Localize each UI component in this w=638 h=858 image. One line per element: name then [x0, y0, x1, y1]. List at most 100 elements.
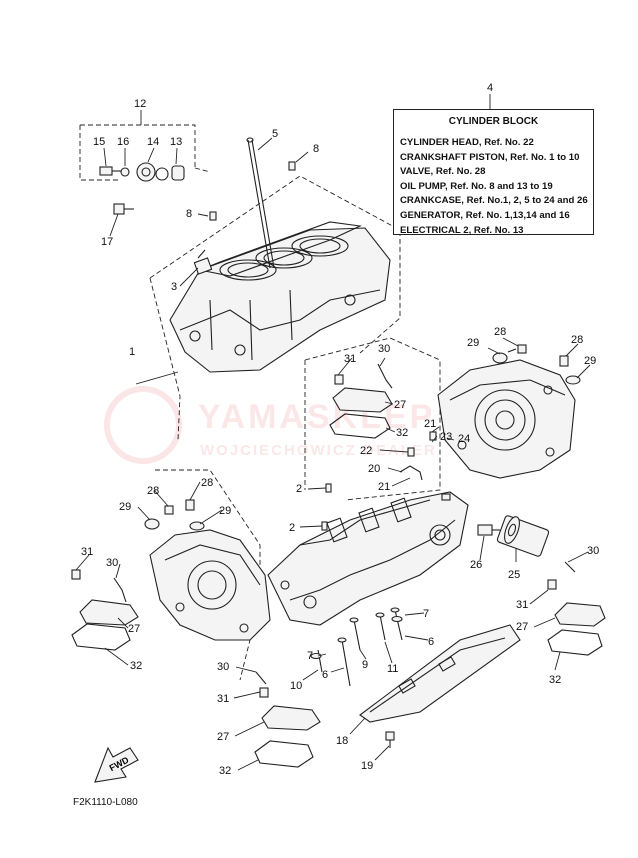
stud-bolt-part: [246, 137, 275, 269]
clip-part: [399, 431, 451, 501]
oil-pump-screw-part: [113, 203, 134, 215]
callout-31: 31: [344, 353, 356, 365]
callout-30: 30: [106, 557, 118, 569]
legend-line: VALVE, Ref. No. 28: [400, 166, 486, 178]
oil-pan-part: [359, 624, 521, 723]
crankcase-part: [267, 491, 469, 626]
callout-1: 1: [129, 346, 135, 358]
callout-15: 15: [93, 136, 105, 148]
callout-21: 21: [424, 418, 436, 430]
callout-8: 8: [313, 143, 319, 155]
oil-pump-rotor-part: [136, 162, 156, 182]
callout-7: 7: [423, 608, 429, 620]
valve-part: [144, 344, 581, 531]
callout-32: 32: [219, 765, 231, 777]
group-outline-crankcase: [304, 337, 441, 501]
callout-3: 3: [171, 281, 177, 293]
dowel-pin-part: [209, 211, 217, 221]
callout-30: 30: [378, 343, 390, 355]
drain-bolt-part: [385, 731, 395, 748]
callout-12: 12: [134, 98, 146, 110]
filter-fitting-part: [477, 524, 500, 536]
callout-18: 18: [336, 735, 348, 747]
callout-labels: 1 2 2 3 4 5 6 6 7 7 8 8 9 10 11 12 13 14…: [81, 82, 599, 777]
reference-legend: CYLINDER BLOCK CYLINDER HEAD, Ref. No. 2…: [393, 109, 594, 236]
callout-29: 29: [467, 337, 479, 349]
callout-30: 30: [217, 661, 229, 673]
callout-9: 9: [362, 659, 368, 671]
dowel-pin-part: [321, 521, 328, 531]
legend-line: ELECTRICAL 2, Ref. No. 13: [400, 224, 524, 236]
group-outline-cylinder-block: [149, 175, 401, 441]
callout-27: 27: [516, 621, 528, 633]
callout-32: 32: [549, 674, 561, 686]
o-ring-part: [155, 167, 169, 181]
callout-6: 6: [428, 636, 434, 648]
watermark-logo-icon: [104, 386, 182, 464]
oil-filter-part: [496, 515, 550, 557]
callout-29: 29: [119, 501, 131, 513]
gasket-part: [71, 623, 131, 651]
callout-6: 6: [322, 669, 328, 681]
callout-31: 31: [81, 546, 93, 558]
callout-8: 8: [186, 208, 192, 220]
callout-28: 28: [147, 485, 159, 497]
callout-27: 27: [217, 731, 229, 743]
callout-11: 11: [387, 663, 398, 675]
legend-title: CYLINDER BLOCK: [448, 116, 539, 127]
oil-pump-bolt-part: [99, 166, 122, 176]
callout-7: 7: [307, 650, 313, 662]
legend-line: GENERATOR, Ref. No. 1,13,14 and 16: [400, 209, 570, 221]
left-cover-part: [149, 529, 271, 641]
gasket-part: [329, 413, 391, 439]
valve-cover-part: [259, 687, 321, 731]
dowel-pin-part: [288, 161, 296, 171]
generator-cover-part: [437, 359, 576, 479]
callout-4: 4: [487, 82, 493, 94]
callout-22: 22: [360, 445, 372, 457]
callout-2: 2: [289, 522, 295, 534]
legend-line: CRANKCASE, Ref. No.1, 2, 5 to 24 and 26: [400, 195, 588, 207]
callout-13: 13: [170, 136, 182, 148]
oil-pump-shaft-part: [171, 165, 185, 181]
crankcase-bolts-part: [310, 607, 403, 687]
callout-28: 28: [571, 334, 583, 346]
callout-19: 19: [361, 760, 373, 772]
callout-16: 16: [117, 136, 129, 148]
callout-31: 31: [217, 693, 229, 705]
callout-27: 27: [128, 623, 140, 635]
watermark-subtitle: WOJCIECHOWICZ DEALER: [200, 442, 437, 459]
callout-29: 29: [219, 505, 231, 517]
callout-21: 21: [378, 481, 390, 493]
callout-20: 20: [368, 463, 380, 475]
dowel-pin-part: [325, 483, 332, 493]
figure-code: F2K1110-L080: [73, 797, 138, 808]
callout-30: 30: [587, 545, 599, 557]
callout-26: 26: [470, 559, 482, 571]
callout-17: 17: [101, 236, 113, 248]
cylinder-block-part: [169, 221, 391, 373]
fwd-arrow-icon: FWD: [94, 746, 139, 783]
legend-line: CYLINDER HEAD, Ref. No. 22: [400, 137, 534, 148]
leader-lines: [75, 94, 591, 771]
callout-23: 23: [440, 431, 452, 443]
fitting-part: [193, 249, 213, 275]
callout-10: 10: [290, 680, 302, 692]
valve-cover-part: [71, 569, 139, 626]
gasket-part: [547, 629, 603, 656]
callout-32: 32: [130, 660, 142, 672]
callout-28: 28: [201, 477, 213, 489]
callout-24: 24: [458, 433, 470, 445]
watermark-title: YAMASKLEP: [198, 398, 436, 436]
callout-31: 31: [516, 599, 528, 611]
washer-part: [120, 167, 130, 177]
callout-14: 14: [147, 136, 159, 148]
callout-27: 27: [394, 399, 406, 411]
group-outline-oil-pump: [79, 124, 211, 181]
callout-28: 28: [494, 326, 506, 338]
gasket-part: [254, 740, 314, 768]
callout-32: 32: [396, 427, 408, 439]
legend-line: CRANKSHAFT PISTON, Ref. No. 1 to 10: [400, 151, 580, 163]
breather-hose-part: [113, 363, 576, 685]
